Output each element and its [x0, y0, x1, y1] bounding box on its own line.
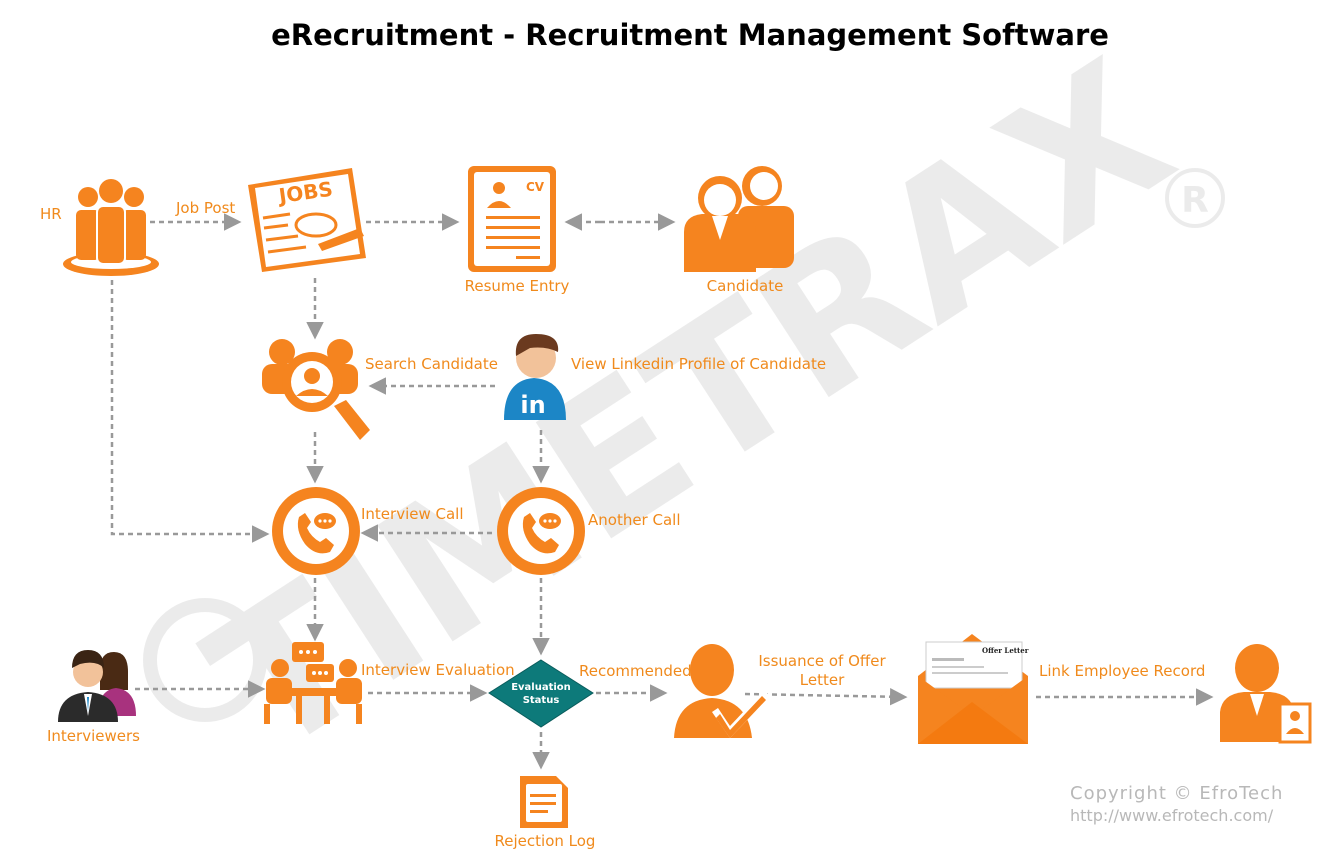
hr-label: HR [40, 205, 62, 223]
arrow-hr-to-interviewcall [110, 280, 270, 543]
employee-record-icon [1220, 644, 1312, 744]
approved-user-icon [674, 644, 770, 738]
svg-text:Offer Letter: Offer Letter [982, 646, 1029, 655]
interview-evaluation-label: Interview Evaluation [361, 661, 515, 679]
resume-entry-label: Resume Entry [464, 277, 570, 295]
offer-letter-label-line1: Issuance of Offer [758, 652, 886, 670]
interviewers-icon [58, 650, 136, 722]
connectors [110, 213, 1214, 770]
evaluation-status-line2: Status [523, 695, 560, 706]
jobs-newspaper-icon: JOBS [248, 168, 366, 272]
copyright: Copyright © EfroTech http://www.efrotech… [1070, 783, 1283, 825]
another-call-label: Another Call [588, 511, 681, 529]
cv-document-icon: CV [468, 166, 556, 272]
linkedin-user-icon: in [504, 334, 566, 420]
recommended-label: Recommended [579, 662, 692, 680]
search-people-icon [262, 339, 370, 440]
candidate-label: Candidate [706, 277, 784, 295]
evaluation-status-line1: Evaluation [511, 682, 571, 693]
copyright-url: http://www.efrotech.com/ [1070, 806, 1274, 825]
svg-text:in: in [520, 391, 545, 419]
page-title: eRecruitment - Recruitment Management So… [271, 18, 1109, 52]
interview-call-label: Interview Call [361, 505, 464, 523]
offer-letter-label-line2: Letter [799, 671, 845, 689]
svg-text:CV: CV [526, 180, 545, 194]
group-icon [63, 179, 159, 276]
log-document-icon [520, 776, 568, 828]
link-employee-record-label: Link Employee Record [1039, 662, 1206, 680]
candidates-icon [684, 166, 794, 272]
svg-text:R: R [1181, 180, 1209, 221]
envelope-icon: Offer Letter [918, 634, 1029, 744]
meeting-table-icon [264, 642, 362, 724]
search-candidate-label: Search Candidate [365, 355, 498, 373]
evaluation-status-diamond: Evaluation Status [488, 659, 594, 728]
copyright-line: Copyright © EfroTech [1070, 783, 1284, 804]
rejection-log-label: Rejection Log [494, 832, 596, 850]
linkedin-label: View Linkedin Profile of Candidate [571, 355, 827, 373]
phone-call-icon [272, 487, 360, 575]
interviewers-label: Interviewers [47, 727, 140, 745]
phone-call-icon [497, 487, 585, 575]
job-post-label: Job Post [176, 199, 236, 217]
